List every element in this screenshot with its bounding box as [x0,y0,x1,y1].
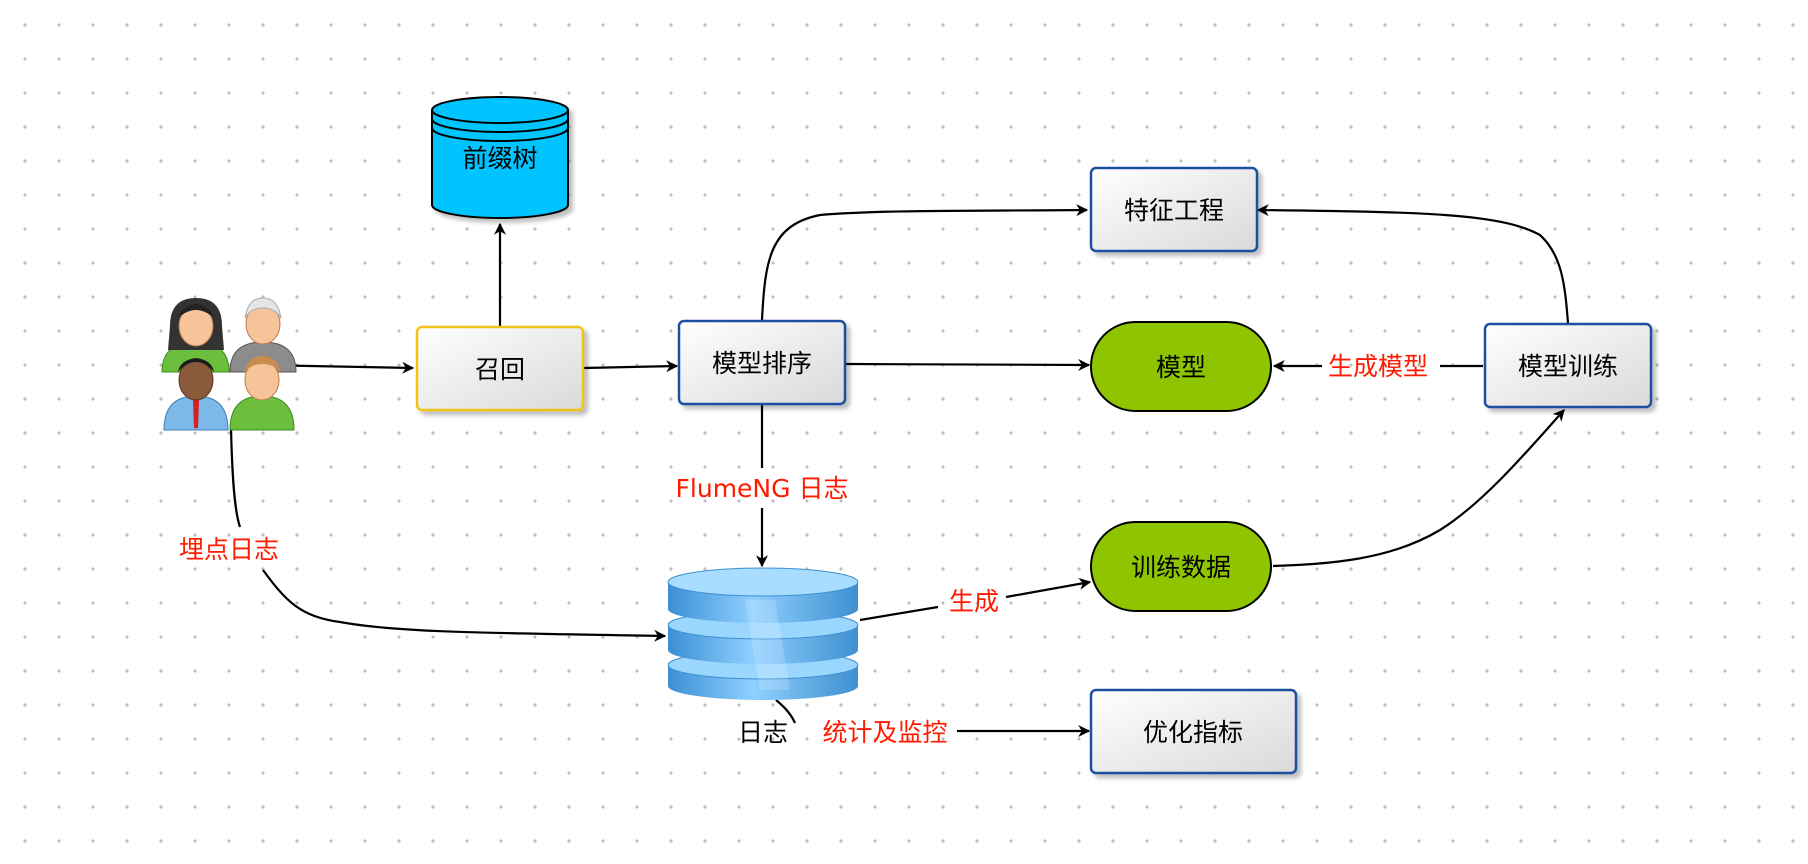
user-elder-icon [229,297,297,373]
edge-log-to-training-b [1005,577,1092,599]
model-training-label: 模型训练 [1518,352,1618,381]
user-woman-icon [161,298,230,373]
log-label: 日志 [738,718,788,747]
recall-label: 召回 [475,355,525,384]
label-stats-monitoring: 统计及监控 [822,718,947,747]
edge-training-data-to-training [1272,409,1565,568]
prefix-tree-node[interactable] [431,96,569,219]
database-stack-icon[interactable] [667,567,859,700]
label-generate: 生成 [949,587,999,616]
recall-node[interactable] [415,325,585,412]
feature-engineering-label: 特征工程 [1124,196,1224,225]
label-tracking-log: 埋点日志 [179,535,279,564]
feature-engineering-node[interactable] [1089,166,1259,253]
label-flume-log: FlumeNG 日志 [676,474,849,503]
training-data-label: 训练数据 [1131,553,1231,582]
edge-log-to-training-a [859,605,939,622]
model-ranking-label: 模型排序 [712,349,812,378]
edge-users-to-log-b [262,569,667,642]
edge-training-to-feature [1256,204,1570,324]
model-ranking-node[interactable] [677,319,847,406]
training-data-node[interactable] [1090,521,1272,612]
edge-recall-to-ranking [583,360,679,373]
user-man-blue-icon [163,358,229,431]
edge-ranking-to-model [844,358,1091,371]
users-group-icon [161,297,297,431]
edge-users-to-log-a [229,427,242,528]
label-generate-model: 生成模型 [1328,352,1428,381]
optimization-metrics-label: 优化指标 [1143,718,1243,747]
edge-ranking-to-feature [760,204,1089,321]
optimization-metrics-node[interactable] [1089,688,1298,775]
user-man-green-icon [229,356,295,431]
prefix-tree-label: 前缀树 [462,144,537,173]
model-label: 模型 [1156,353,1206,382]
edge-log-caption-link [775,699,797,724]
model-training-node[interactable] [1483,322,1653,409]
model-node[interactable] [1090,321,1272,412]
